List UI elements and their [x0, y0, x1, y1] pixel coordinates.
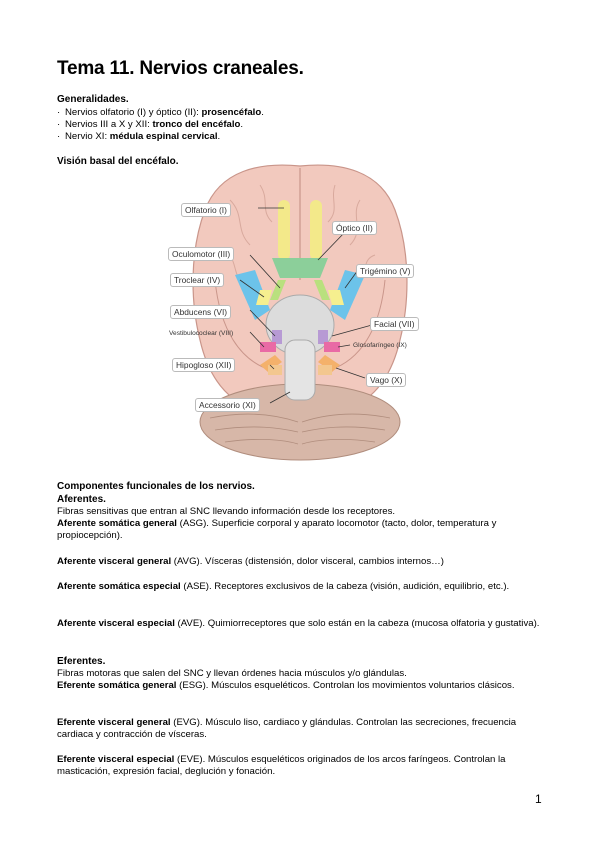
label-troclear: Troclear (IV) [170, 273, 225, 287]
list-item: ·Nervios olfatorio (I) y óptico (II): pr… [57, 107, 264, 118]
page-number: 1 [535, 792, 542, 806]
label-optico: Óptico (II) [332, 221, 377, 235]
aferentes-heading: Aferentes. [57, 494, 106, 505]
label-vestibulococlear: Vestibulococlear (VIII) [169, 330, 234, 337]
evg-paragraph: Eferente visceral general (EVG). Músculo… [57, 717, 517, 741]
list-item: ·Nervio XI: médula espinal cervical. [57, 131, 221, 142]
asg-paragraph: Aferente somática general (ASG). Superfi… [57, 518, 497, 542]
eferentes-intro: Fibras motoras que salen del SNC y lleva… [57, 668, 407, 679]
avg-paragraph: Aferente visceral general (AVG). Víscera… [57, 556, 444, 567]
label-trigemino: Trigémino (V) [356, 264, 415, 278]
label-accesorio: Accessorio (XI) [195, 398, 260, 412]
esg-paragraph: Eferente somática general (ESG). Músculo… [57, 680, 515, 691]
ave-paragraph: Aferente visceral especial (AVE). Quimio… [57, 618, 540, 629]
label-oculomotor: Oculomotor (III) [168, 247, 235, 261]
generalidades-heading: Generalidades. [57, 94, 129, 105]
eferentes-heading: Eferentes. [57, 656, 106, 667]
label-vago: Vago (X) [366, 373, 407, 387]
ase-paragraph: Aferente somática especial (ASE). Recept… [57, 581, 510, 592]
label-glosofaringeo: Glosofaríngeo (IX) [353, 342, 407, 349]
label-facial: Facial (VII) [370, 317, 419, 331]
label-hipogloso: Hipogloso (XII) [172, 358, 236, 372]
componentes-heading: Componentes funcionales de los nervios. [57, 481, 255, 492]
aferentes-intro: Fibras sensitivas que entran al SNC llev… [57, 506, 396, 517]
list-item: ·Nervios III a X y XII: tronco del encéf… [57, 119, 244, 130]
eve-paragraph: Eferente visceral especial (EVE). Múscul… [57, 754, 506, 778]
vision-heading: Visión basal del encéfalo. [57, 156, 179, 167]
label-olfatorio: Olfatorio (I) [181, 203, 231, 217]
label-abducens: Abducens (VI) [170, 305, 232, 319]
brain-figure: Olfatorio (I) Óptico (II) Oculomotor (II… [160, 160, 440, 470]
page-title: Tema 11. Nervios craneales. [57, 58, 304, 79]
